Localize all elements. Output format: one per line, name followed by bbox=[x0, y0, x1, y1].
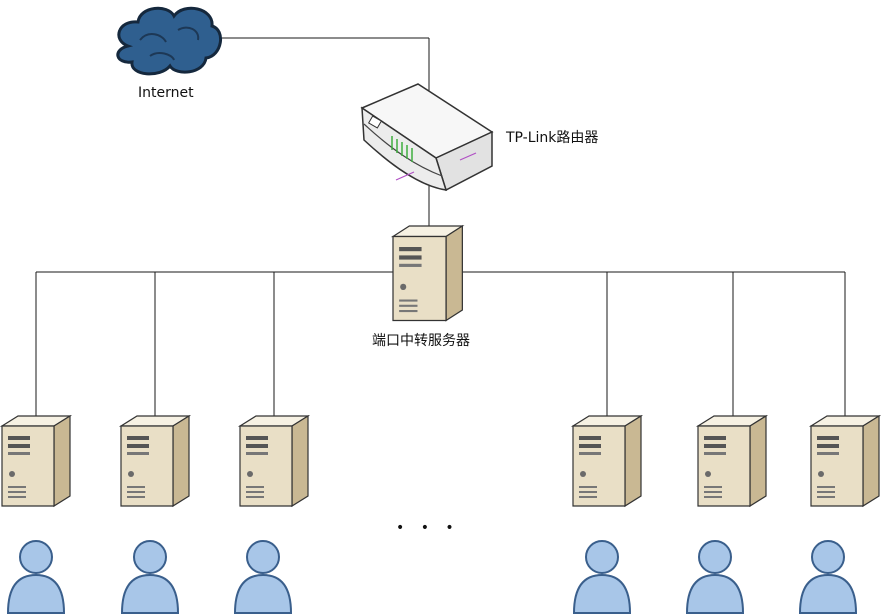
user-icon bbox=[686, 540, 744, 614]
user-icon bbox=[234, 540, 292, 614]
client-server-icon bbox=[239, 415, 309, 507]
client-server-icon bbox=[120, 415, 190, 507]
user-icon bbox=[799, 540, 857, 614]
client-server-icon bbox=[810, 415, 880, 507]
internet-label: Internet bbox=[138, 85, 194, 101]
user-icon bbox=[121, 540, 179, 614]
client-server-icon bbox=[1, 415, 71, 507]
relay-server-label: 端口中转服务器 bbox=[372, 333, 470, 349]
router-label: TP-Link路由器 bbox=[506, 130, 599, 146]
client-server-icon bbox=[697, 415, 767, 507]
router-icon bbox=[360, 83, 494, 192]
client-server-icon bbox=[572, 415, 642, 507]
user-icon bbox=[7, 540, 65, 614]
relay-server-icon bbox=[392, 225, 463, 322]
ellipsis: • • • bbox=[396, 520, 460, 536]
user-icon bbox=[573, 540, 631, 614]
cloud-icon bbox=[116, 6, 222, 76]
